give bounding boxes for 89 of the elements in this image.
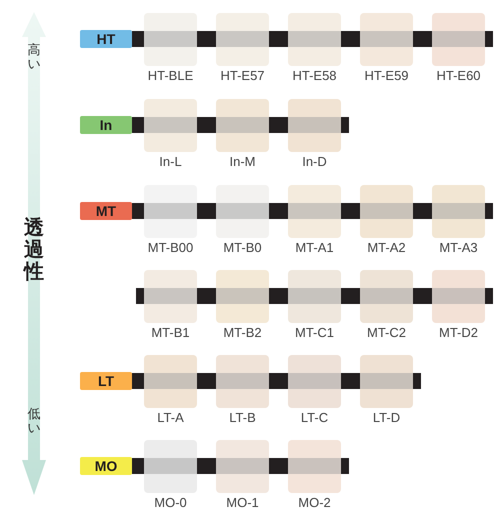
category-badge: LT [80,372,132,390]
connector-bar [132,117,144,133]
connector-bar [132,373,144,389]
connector-bar [485,288,493,304]
shade-tile [288,270,341,323]
connector-bar [269,373,288,389]
shade-tile [432,185,485,238]
shade-tile [360,13,413,66]
shade-label: MT-A3 [439,240,478,255]
category-badge: HT [80,30,132,48]
shade-label: MT-B1 [151,325,190,340]
shade-tile [216,355,269,408]
shade-label: HT-E60 [436,68,481,83]
connector-bar [269,117,288,133]
connector-bar [413,373,421,389]
shade-tile [288,440,341,493]
shade-tile [432,13,485,66]
shade-label: HT-BLE [148,68,194,83]
shade-label: HT-E59 [364,68,409,83]
shade-label: In-D [302,154,327,169]
connector-bar [341,203,360,219]
shade-tile [216,13,269,66]
connector-bar [413,203,432,219]
axis-title: 透過性 [24,216,44,282]
shade-label: MT-B0 [223,240,262,255]
connector-bar [197,31,216,47]
shade-label: MT-C1 [295,325,334,340]
connector-bar [136,288,144,304]
shade-tile [288,185,341,238]
shade-label: HT-E58 [292,68,337,83]
connector-bar [341,288,360,304]
connector-bar [197,373,216,389]
connector-bar [485,203,493,219]
connector-bar [341,458,349,474]
connector-bar [269,31,288,47]
connector-bar [269,458,288,474]
shade-label: LT-C [300,410,328,425]
connector-bar [269,203,288,219]
category-badge: In [80,116,132,134]
shade-tile [216,185,269,238]
axis-end-label: 高い [28,44,40,73]
shade-label: In-M [230,154,256,169]
shade-label: In-L [159,154,182,169]
connector-bar [413,288,432,304]
connector-bar [132,458,144,474]
connector-bar [341,117,349,133]
category-badge: MT [80,202,132,220]
shade-label: MT-B2 [223,325,262,340]
connector-bar [197,288,216,304]
shade-label: MT-C2 [367,325,406,340]
shade-label: MO-1 [226,495,259,510]
shade-label: MO-2 [298,495,331,510]
shade-tile [288,99,341,152]
shade-label: MO-0 [154,495,187,510]
connector-bar [413,31,432,47]
shade-tile [144,185,197,238]
shade-tile [216,99,269,152]
shade-label: MT-D2 [439,325,478,340]
shade-tile [288,355,341,408]
shade-tile [360,355,413,408]
shade-label: MT-A1 [295,240,334,255]
shade-tile [144,440,197,493]
connector-bar [341,373,360,389]
shade-tile [144,355,197,408]
connector-bar [269,288,288,304]
shade-label: MT-B00 [148,240,194,255]
shade-label: LT-B [229,410,256,425]
shade-tile [144,13,197,66]
connector-bar [132,203,144,219]
shade-label: LT-A [157,410,184,425]
shade-tile [360,185,413,238]
connector-bar [485,31,493,47]
shade-label: HT-E57 [220,68,265,83]
category-badge: MO [80,457,132,475]
connector-bar [197,203,216,219]
connector-bar [197,458,216,474]
shade-tile [288,13,341,66]
shade-label: LT-D [372,410,400,425]
shade-tile [360,270,413,323]
shade-tile [216,270,269,323]
connector-bar [197,117,216,133]
shade-label: MT-A2 [367,240,406,255]
connector-bar [132,31,144,47]
shade-tile [432,270,485,323]
shade-tile [144,99,197,152]
shade-tile [144,270,197,323]
shade-tile [216,440,269,493]
axis-end-label: 低い [28,408,40,437]
connector-bar [341,31,360,47]
